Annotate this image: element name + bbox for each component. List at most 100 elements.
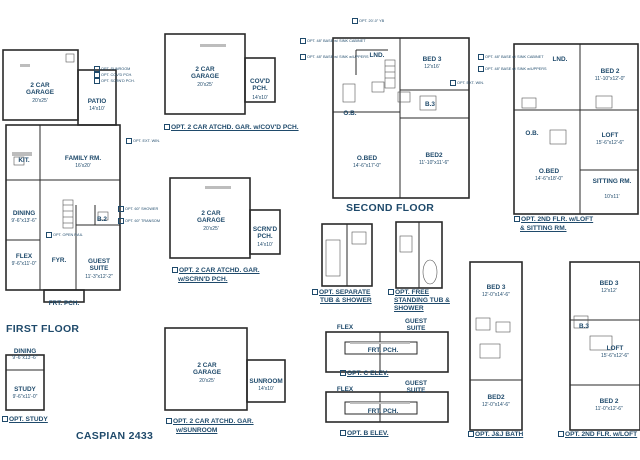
bed2-label: BED2 (425, 152, 443, 159)
loft2-bath3-label: B.3 (579, 323, 589, 330)
garage-dim: 20'x25' (32, 98, 48, 104)
study-option-plan (5, 354, 45, 411)
free-tub-caption-1: OPT. FREE (388, 289, 429, 297)
opt-open-rail-note: OPT. OPEN RAIL (46, 232, 83, 238)
c-elev-porch-label: FRT. PCH. (367, 347, 399, 354)
family-room-dim: 16'x20' (75, 163, 91, 169)
loft2-bed3-label: BED 3 (599, 280, 619, 287)
loft-bed2-label: BED 2 (600, 68, 620, 75)
first-floor-heading: FIRST FLOOR (6, 323, 80, 335)
opt-transom-note: OPT. 60" TRANSOM (118, 218, 160, 224)
covd-porch-label: COV'D PCH. (250, 78, 270, 92)
b-elev-flex-label: FLEX (336, 386, 354, 393)
scrnd-garage-dim: 20'x25' (203, 226, 219, 232)
plan-title: CASPIAN 2433 (76, 430, 154, 442)
sunroom-garage-label: 2 CAR GARAGE (192, 362, 222, 376)
sitting-room-label: SITTING RM. (592, 178, 632, 185)
jj-caption: OPT. J&J BATH (468, 431, 523, 439)
dining-dim: 9'-6"x13'-6" (11, 218, 37, 224)
loft-owner-bath-label: O.B. (525, 130, 539, 137)
loft-sitting-option (513, 43, 639, 215)
loft2-bed2-label: BED 2 (599, 398, 619, 405)
loft-caption-2: & SITTING RM. (520, 225, 567, 232)
separate-tub-caption-1: OPT. SEPARATE (312, 289, 370, 297)
opt-covd-porch-note: OPT. COV'D PCH. (94, 72, 132, 78)
bed2-dim: 11'-10"x11'-6" (418, 160, 449, 166)
front-porch-label: FRT. PCH. (48, 300, 80, 307)
jj-bed3-label: BED 3 (486, 284, 506, 291)
opt-scrnd-porch-note: OPT. SCRN'D PCH. (94, 78, 135, 84)
study-label: STUDY (14, 386, 36, 393)
covd-garage-dim: 20'x25' (197, 82, 213, 88)
study-dining-label: DINING (13, 348, 37, 355)
c-elev-guest-label: GUEST SUITE (404, 318, 427, 332)
scrnd-caption-2: w/SCRN'D PCH. (178, 276, 228, 283)
first-floor-plan (2, 49, 121, 303)
c-elevation-option (325, 331, 449, 373)
loft2-bed3-dim: 12'x12' (601, 288, 617, 294)
opt-yb-note: OPT. 20'-0" YB (352, 18, 384, 24)
jj-bed3-dim: 12'-0"x14'-6" (482, 292, 510, 298)
bath3-label: B.3 (425, 101, 435, 108)
free-tub-caption-2: STANDING TUB & (394, 297, 450, 304)
opt-sunroom-note: OPT. SUNROOM (94, 66, 130, 72)
second-floor-heading: SECOND FLOOR (346, 202, 435, 214)
sunroom-option (164, 327, 286, 411)
jj-bed2-label: BED2 (487, 394, 505, 401)
owner-bath-label: O.B. (343, 110, 357, 117)
b-elev-caption: OPT. B ELEV. (340, 430, 389, 438)
c-elev-caption: OPT. C ELEV. (340, 370, 389, 378)
jj-bath-option (469, 261, 523, 431)
study-dining-dim: 9'-6"x13'-6" (12, 355, 38, 361)
loft2-bed2-dim: 11'-0"x12'-6" (595, 406, 623, 412)
loft-dim: 15'-6"x12'-6" (596, 140, 624, 146)
b-elev-porch-label: FRT. PCH. (367, 408, 399, 415)
opt-sink-uppers-note: OPT. 48" BASE w/ SINK w/UPPERS (300, 54, 368, 60)
opt-win-note: OPT. EXT. WIN. (450, 80, 484, 86)
loft-opt-uppers-note: OPT. 48" BASE w/ SINK w/UPPERS (478, 66, 546, 72)
dining-label: DINING (12, 210, 36, 217)
bath2-label: B.2 (97, 216, 107, 223)
patio-label: PATIO (87, 98, 107, 105)
guest-suite-dim: 11'-3"x12'-2" (85, 274, 113, 280)
opt-shower-note: OPT. 60" SHOWER (118, 206, 158, 212)
loft-owner-bed-dim: 14'-6"x18'-0" (535, 176, 563, 182)
kitchen-label: KIT. (18, 157, 30, 164)
bed3-label: BED 3 (422, 56, 442, 63)
sunroom-caption-2: w/SUNROOM (176, 427, 218, 434)
laundry-label: LND. (369, 52, 385, 59)
separate-tub-caption-2: TUB & SHOWER (320, 297, 372, 304)
second-floor-plan (332, 37, 470, 199)
flex-label: FLEX (15, 253, 33, 260)
flex-dim: 9'-6"x11'-0" (11, 261, 37, 267)
garage-label: 2 CAR GARAGE (25, 82, 55, 96)
c-elev-flex-label: FLEX (336, 324, 354, 331)
study-caption: OPT. STUDY (2, 416, 48, 424)
covd-porch-dim: 14'x10' (252, 95, 268, 101)
foyer-label: FYR. (51, 257, 67, 264)
b-elevation-option (325, 391, 449, 423)
owner-bed-label: O.BED (356, 155, 378, 162)
loft-opt-sink-note: OPT. 48" BASE w/ SINK CABINET (478, 54, 544, 60)
scrnd-garage-label: 2 CAR GARAGE (196, 210, 226, 224)
free-standing-tub-option (395, 221, 443, 289)
loft2-loft-dim: 15'-6"x12'-6" (601, 353, 629, 359)
free-tub-caption-3: SHOWER (394, 305, 424, 312)
sunroom-label: SUNROOM (249, 378, 283, 385)
loft-laundry-label: LND. (552, 56, 568, 63)
separate-tub-option (321, 223, 373, 287)
scrnd-caption-1: OPT. 2 CAR ATCHD. GAR. (172, 267, 260, 275)
covd-garage-label: 2 CAR GARAGE (190, 66, 220, 80)
sunroom-garage-dim: 20'x25' (199, 378, 215, 384)
loft-caption-1: OPT. 2ND FLR. w/LOFT (514, 216, 593, 224)
owner-bed-dim: 14'-6"x17'-0" (353, 163, 381, 169)
scrnd-porch-label: SCRN'D PCH. (252, 226, 278, 240)
bed3-dim: 12'x16' (424, 64, 440, 70)
loft2-caption: OPT. 2ND FLR. w/LOFT (558, 431, 637, 439)
opt-ext-win-note: OPT. EXT. WIN. (126, 138, 160, 144)
sitting-room-dim: 10'x11' (604, 194, 620, 200)
loft2-loft-label: LOFT (606, 345, 624, 352)
loft-label: LOFT (601, 132, 619, 139)
